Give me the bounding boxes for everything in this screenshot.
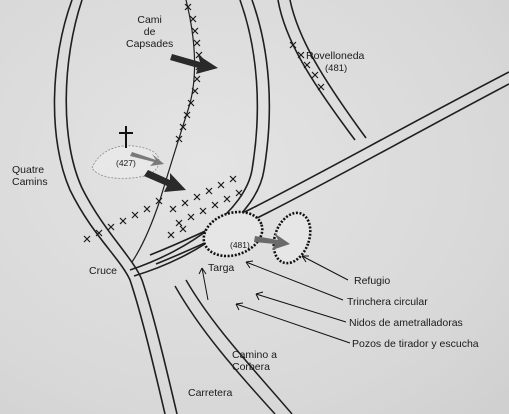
capsades-trail <box>131 0 196 263</box>
trench-ring-refugio <box>272 211 312 265</box>
label-carretera: Carretera <box>188 387 233 399</box>
label-hill-alt: (427) <box>116 158 136 168</box>
arrow-grey-position <box>254 233 290 250</box>
legend-pozos: Pozos de tirador y escucha <box>352 338 479 350</box>
label-position-alt: (481) <box>230 240 250 250</box>
center-road <box>129 0 271 277</box>
attack-arrows <box>144 54 218 192</box>
hill-427 <box>91 145 160 179</box>
barbed-wire <box>83 3 325 243</box>
label-cruce: Cruce <box>89 265 118 277</box>
label-rovelloneda: Rovelloneda <box>306 50 365 62</box>
label-rovelloneda-alt: (481) <box>325 63 348 74</box>
label-targa: Targa <box>208 262 235 274</box>
corbera-road <box>174 279 293 414</box>
arrow-grey-hill <box>130 152 164 166</box>
legend-pointers <box>198 255 351 344</box>
main-road <box>53 0 178 414</box>
rovelloneda-road <box>277 0 367 141</box>
legend-trinchera: Trinchera circular <box>347 296 428 308</box>
cross-icon <box>119 126 133 148</box>
legend-nidos: Nidos de ametralladoras <box>349 317 463 329</box>
trench-ring-main <box>202 210 264 258</box>
legend-refugio: Refugio <box>354 275 391 287</box>
east-road <box>149 71 509 265</box>
